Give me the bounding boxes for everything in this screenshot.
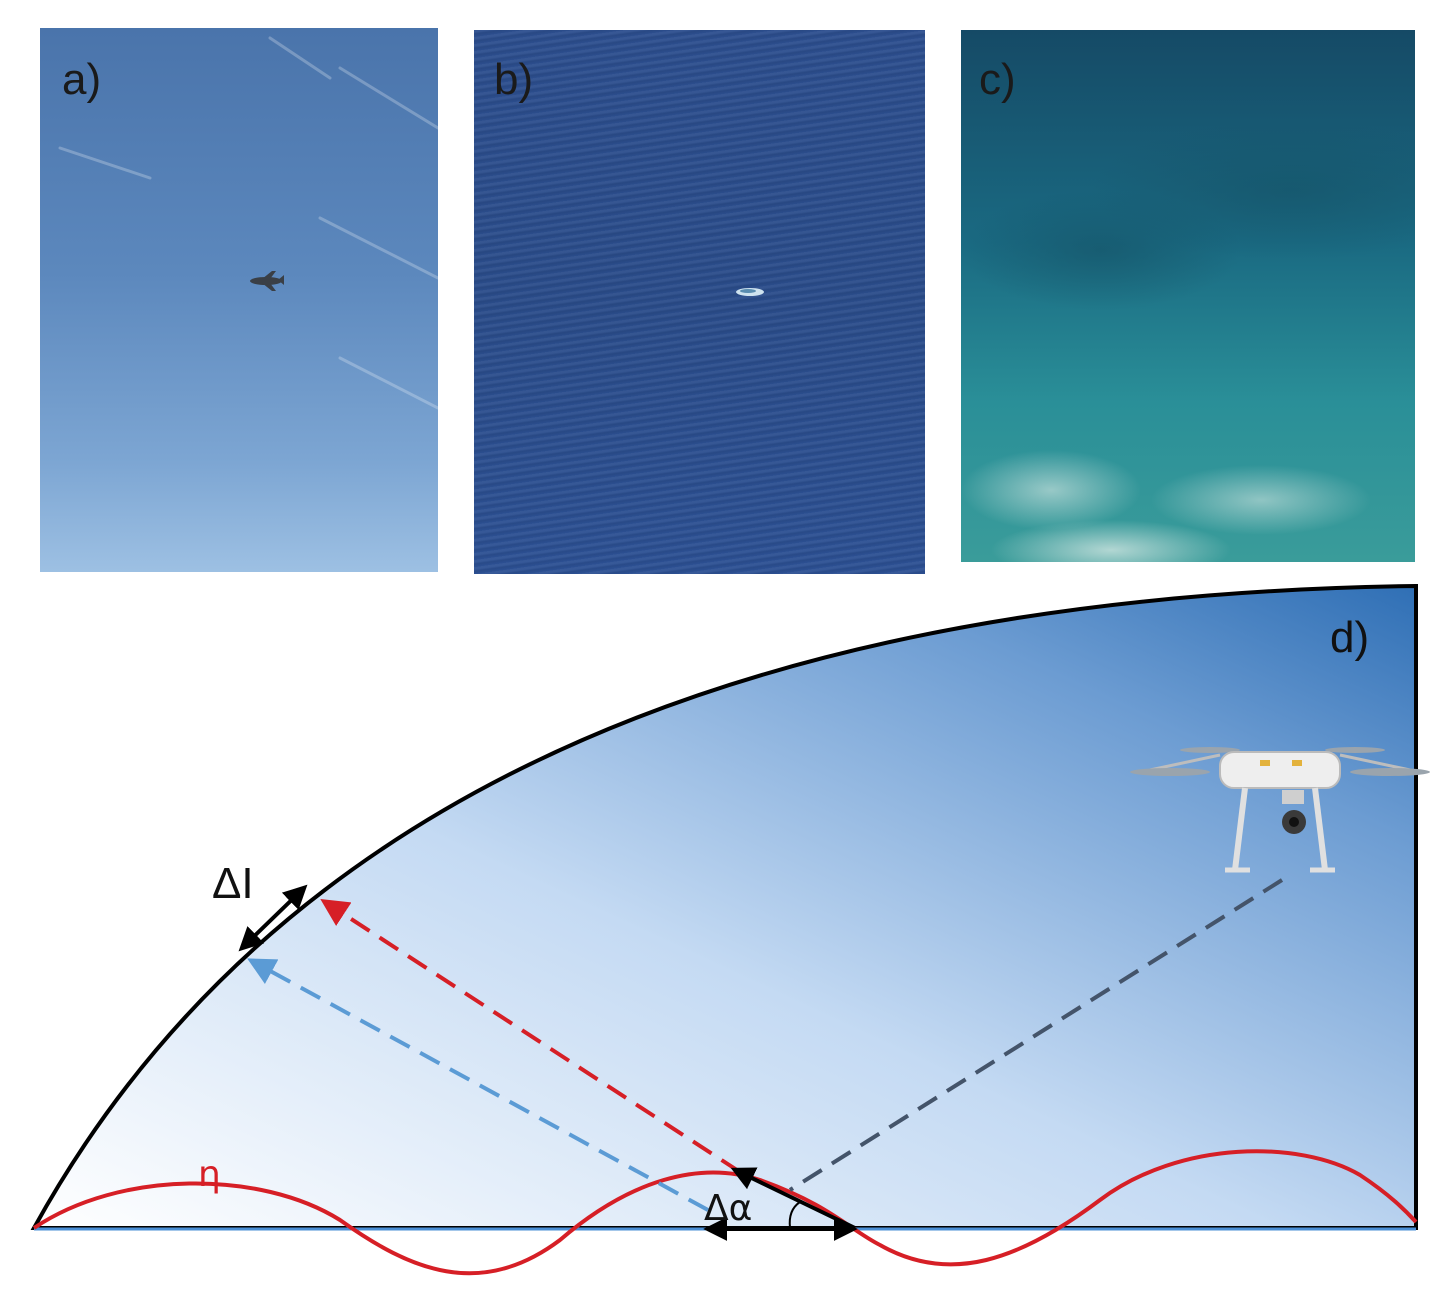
incident-ray: [788, 878, 1284, 1192]
drone-icon: [1130, 747, 1430, 873]
panel-label-a: a): [62, 55, 102, 104]
reflected-ray-blue: [247, 958, 709, 1212]
delta-alpha-label: Δα: [704, 1188, 752, 1229]
angle-arc: [788, 1201, 801, 1229]
photo-coastal-water: c): [961, 30, 1415, 562]
eta-label: η: [198, 1154, 221, 1195]
panel-label-b: b): [494, 55, 534, 104]
ocean-photo-art: [736, 288, 764, 296]
boat-icon: [736, 288, 764, 296]
sky-photo-art: [58, 36, 438, 410]
delta-l-label: ΔI: [212, 859, 254, 908]
reflected-ray-red: [320, 898, 742, 1174]
photo-open-ocean: b): [474, 30, 925, 574]
delta-l-arrow: [238, 884, 308, 952]
sky-dome: [30, 583, 1418, 1230]
airplane-icon: [250, 271, 284, 291]
panel-label-d: d): [1330, 613, 1369, 662]
panel-label-c: c): [979, 55, 1016, 104]
wave-surface-eta: [32, 1149, 1418, 1276]
photo-sky: a): [40, 28, 438, 572]
